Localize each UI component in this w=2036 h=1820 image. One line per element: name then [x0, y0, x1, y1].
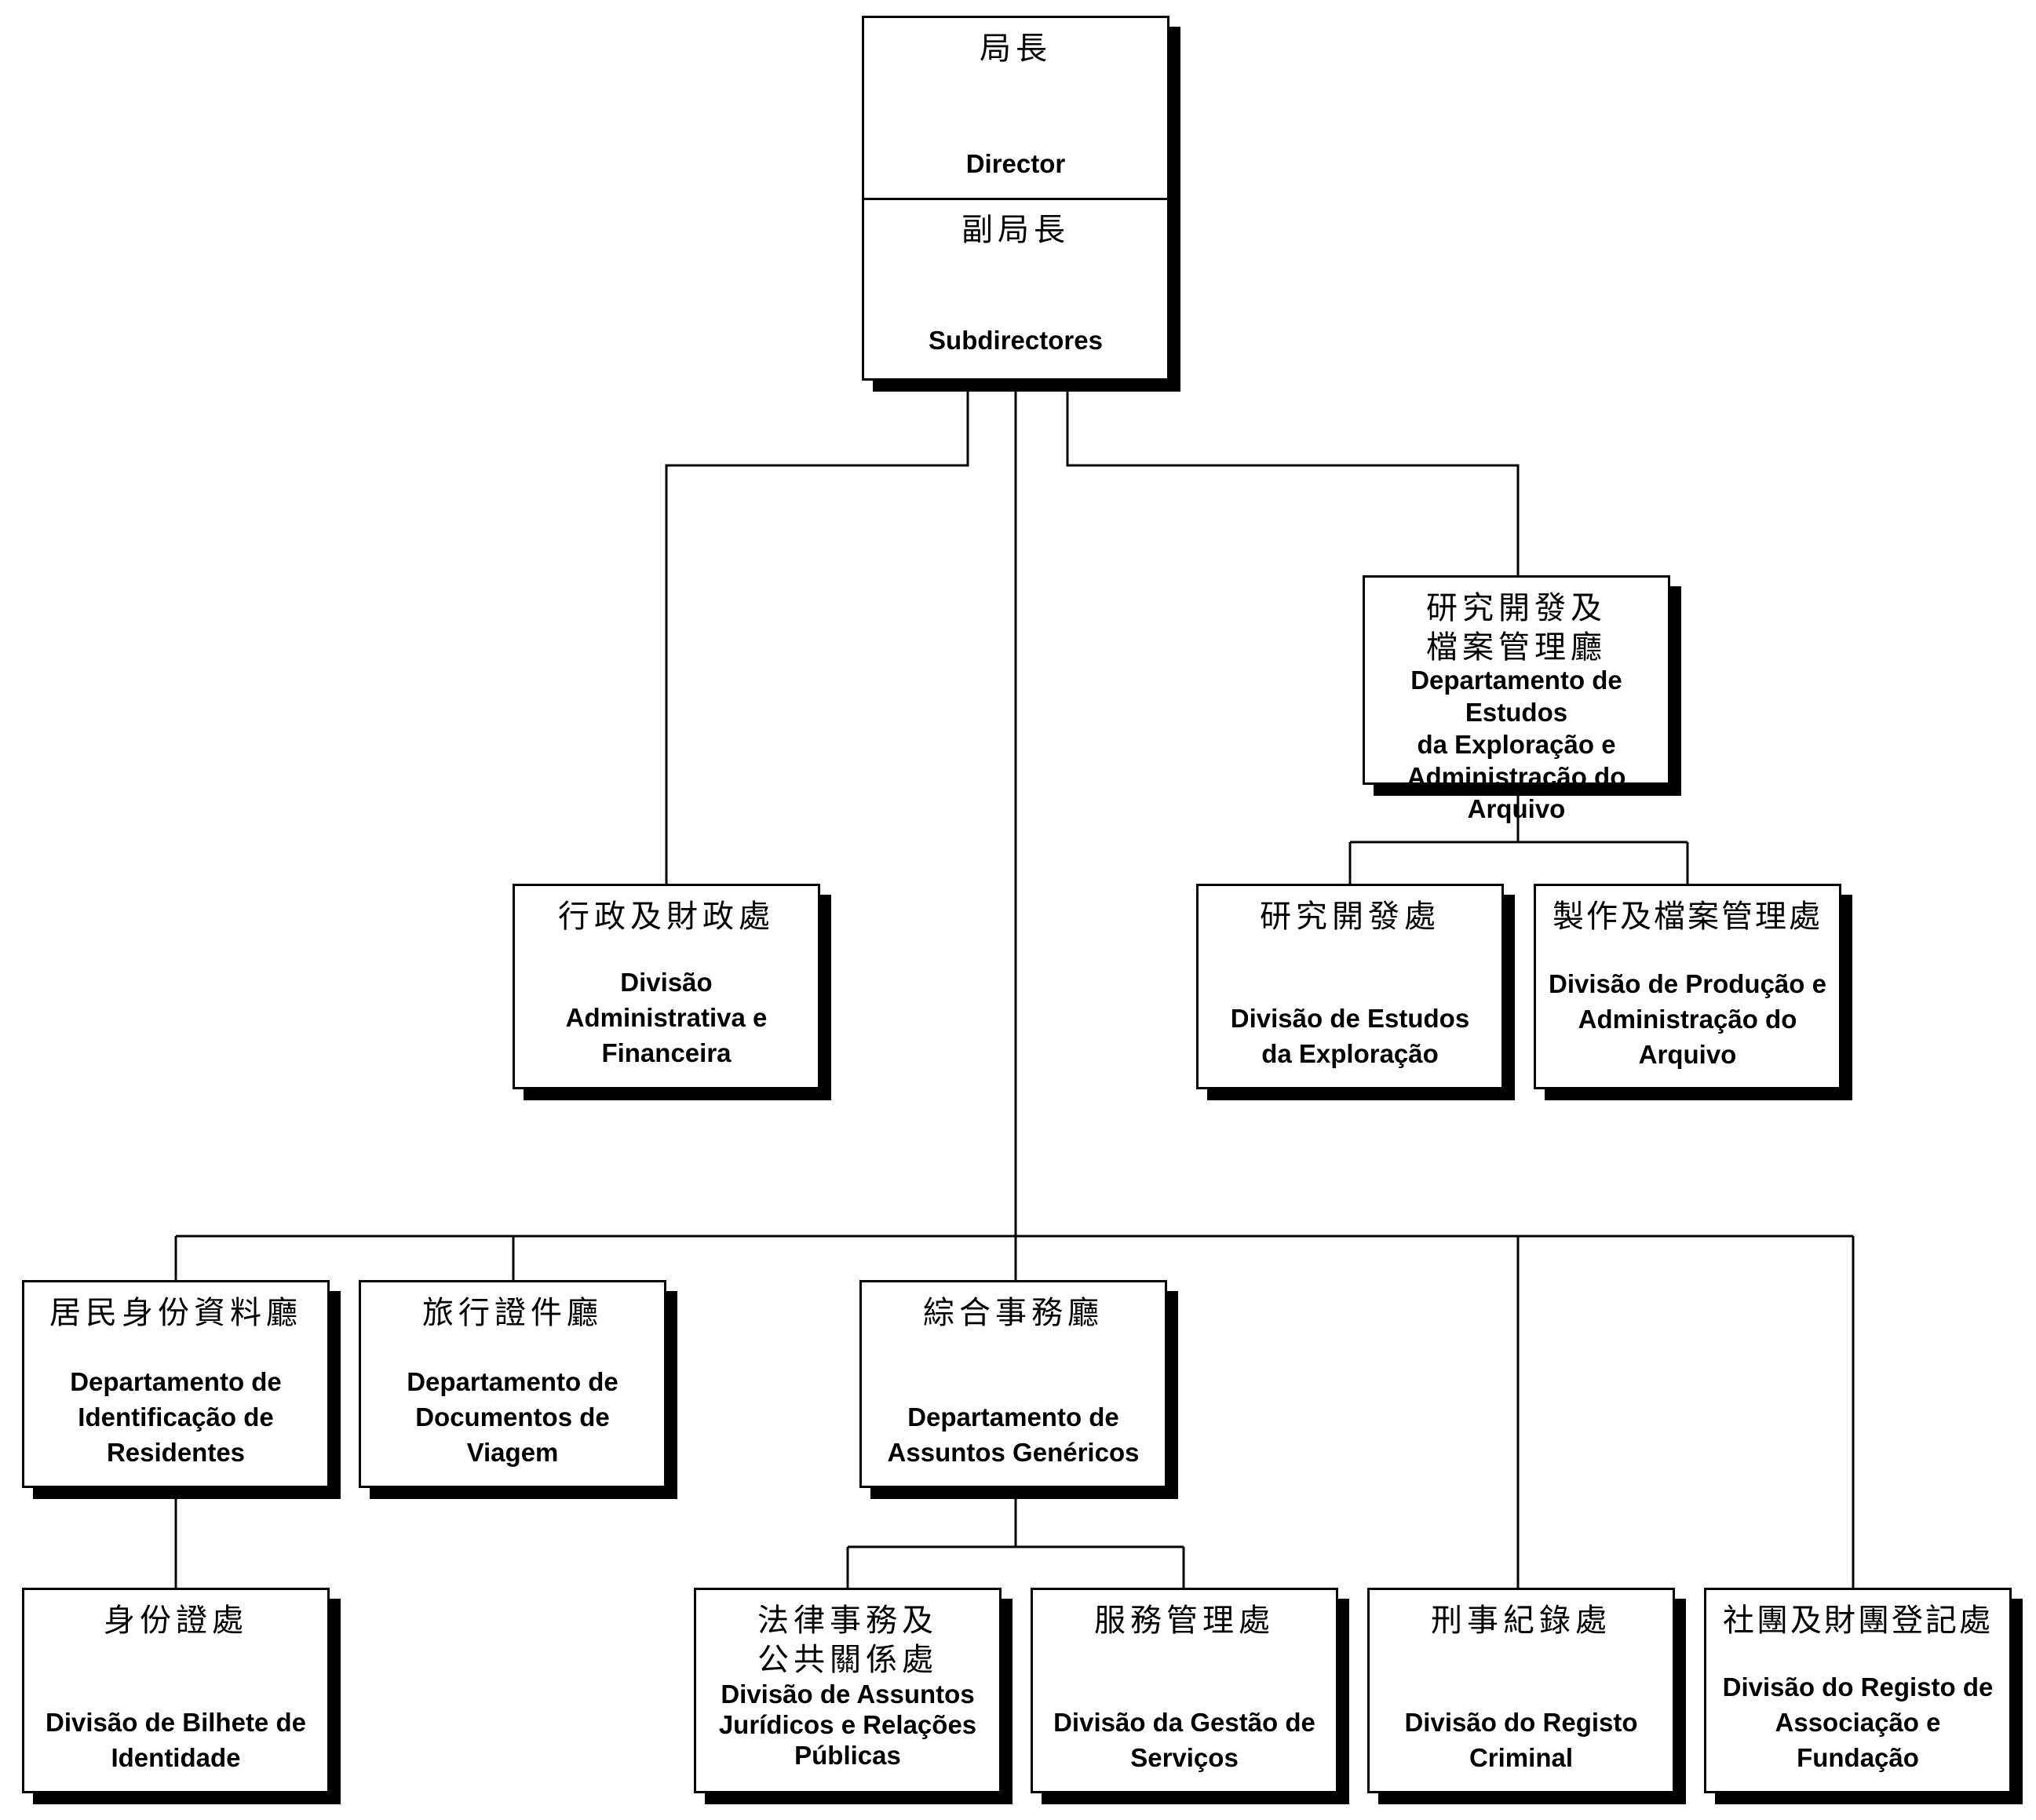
dept-general-affairs-zh: 綜合事務廳 [923, 1295, 1104, 1331]
div-id-card-box: 身份證處 Divisão de Bilhete de Identidade [22, 1588, 330, 1793]
subdirectors-title-zh: 副局長 [961, 212, 1070, 248]
dept-travel-docs-zh: 旅行證件廳 [422, 1295, 603, 1331]
div-production-archive-zh: 製作及檔案管理處 [1553, 899, 1823, 935]
director-title-pt: Director [965, 149, 1066, 178]
div-services-pt: Divisão da Gestão de Serviços [1053, 1708, 1315, 1772]
line-to-admin-finance [665, 381, 969, 884]
dept-general-affairs-box: 綜合事務廳 Departamento de Assuntos Genéricos [859, 1280, 1167, 1488]
dept-resident-id-box: 居民身份資料廳 Departamento de Identificação de… [22, 1280, 330, 1488]
div-production-archive-pt: Divisão de Produção e Administração do A… [1549, 969, 1826, 1069]
dept-resident-id-pt: Departamento de Identificação de Residen… [70, 1367, 282, 1467]
div-admin-finance-zh: 行政及財政處 [558, 899, 775, 935]
dept-research-zh: 研究開發及 檔案管理廳 [1426, 590, 1607, 666]
dept-travel-docs-box: 旅行證件廳 Departamento de Documentos de Viag… [359, 1280, 666, 1488]
div-id-card-pt: Divisão de Bilhete de Identidade [46, 1708, 306, 1772]
div-production-archive-box: 製作及檔案管理處 Divisão de Produção e Administr… [1534, 884, 1841, 1089]
div-association-zh: 社團及財團登記處 [1723, 1603, 1993, 1639]
dept-resident-id-zh: 居民身份資料廳 [49, 1295, 302, 1331]
div-id-card-zh: 身份證處 [104, 1603, 248, 1639]
div-admin-finance-box: 行政及財政處 Divisão Administrativa e Financei… [513, 884, 820, 1089]
div-research-box: 研究開發處 Divisão de Estudos da Exploração [1196, 884, 1504, 1089]
div-criminal-record-pt: Divisão do Registo Criminal [1404, 1708, 1638, 1772]
div-research-zh: 研究開發處 [1260, 899, 1440, 935]
div-services-zh: 服務管理處 [1094, 1603, 1275, 1639]
subdirectors-title-pt: Subdirectores [929, 326, 1103, 355]
dept-travel-docs-pt: Departamento de Documentos de Viagem [407, 1367, 618, 1467]
div-services-box: 服務管理處 Divisão da Gestão de Serviços [1031, 1588, 1338, 1793]
div-association-box: 社團及財團登記處 Divisão do Registo de Associaçã… [1704, 1588, 2012, 1793]
director-title-zh: 局長 [980, 31, 1052, 67]
div-legal-pr-zh: 法律事務及 公共關係處 [757, 1603, 938, 1678]
line-to-research-dept [1066, 381, 1520, 575]
div-criminal-record-zh: 刑事紀錄處 [1431, 1603, 1611, 1639]
director-divider [864, 198, 1167, 200]
div-legal-pr-pt: Divisão de Assuntos Jurídicos e Relações… [718, 1680, 977, 1770]
dept-general-affairs-pt: Departamento de Assuntos Genéricos [887, 1402, 1140, 1467]
dept-research-pt: Departamento de Estudos da Exploração e … [1407, 666, 1626, 823]
div-criminal-record-box: 刑事紀錄處 Divisão do Registo Criminal [1367, 1588, 1675, 1793]
div-association-pt: Divisão do Registo de Associação e Funda… [1722, 1672, 1994, 1772]
director-box: 局長 Director 副局長 Subdirectores [862, 16, 1169, 381]
div-legal-pr-box: 法律事務及 公共關係處 Divisão de Assuntos Jurídico… [694, 1588, 1002, 1793]
dept-research-box: 研究開發及 檔案管理廳 Departamento de Estudos da E… [1363, 575, 1670, 823]
div-admin-finance-pt: Divisão Administrativa e Financeira [565, 968, 768, 1067]
div-research-pt: Divisão de Estudos da Exploração [1230, 1004, 1470, 1068]
